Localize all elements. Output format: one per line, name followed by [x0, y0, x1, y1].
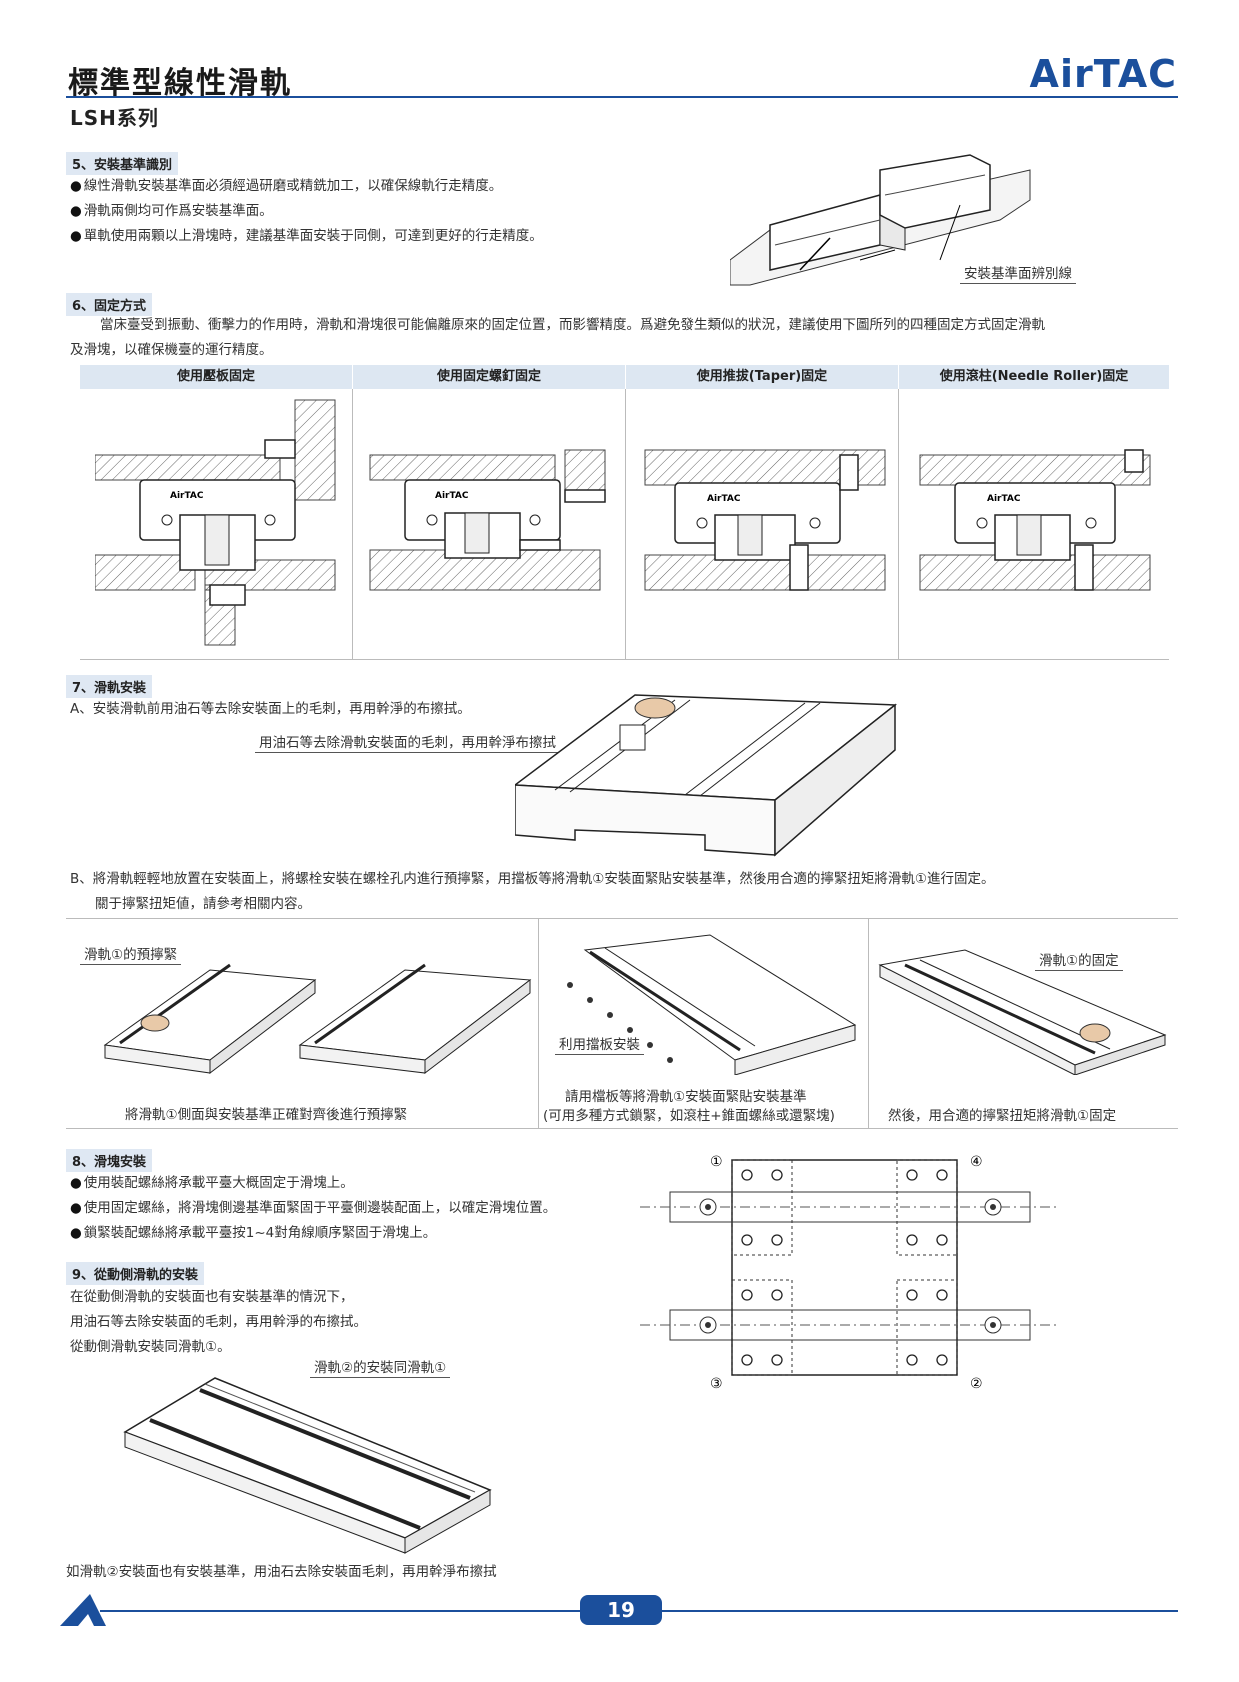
- brand-logo: AirTAC: [1029, 52, 1177, 96]
- s9-line-2: 用油石等去除安裝面的毛刺，再用幹淨的布擦拭。: [70, 1314, 367, 1330]
- section-5-heading: 5、安裝基準識別: [66, 152, 179, 175]
- order-marker-3: ③: [710, 1376, 723, 1390]
- base-plate-illustration: [515, 694, 898, 857]
- mount-cell-3: [626, 389, 899, 659]
- table-bottom-rule: [80, 659, 1169, 660]
- s9-line-3: 從動側滑軌安裝同滑軌①。: [70, 1339, 231, 1355]
- series-label: LSH系列: [70, 106, 159, 130]
- s9-callout: 滑軌②的安裝同滑軌①: [310, 1356, 451, 1378]
- step-b-top-rule: [66, 918, 1178, 919]
- s8-bullet-3: 鎖緊裝配螺絲將承載平臺按1~4對角線順序緊固于滑塊上。: [70, 1221, 437, 1245]
- mount-col-header-4: 使用滾柱(Needle Roller)固定: [899, 365, 1170, 389]
- footer-logo-mark: [60, 1594, 106, 1626]
- reference-surface-illustration: [730, 154, 1031, 286]
- block-label-1: AirTAC: [170, 491, 204, 501]
- order-marker-2: ②: [970, 1376, 983, 1390]
- panel2-caption-1: 請用檔板等將滑軌①安裝面緊貼安裝基準: [565, 1089, 807, 1105]
- mount-col-header-2: 使用固定螺釘固定: [353, 365, 626, 389]
- s8-bullet-1: 使用裝配螺絲將承載平臺大概固定于滑塊上。: [70, 1171, 354, 1195]
- s5-bullet-3: 單軌使用兩顆以上滑塊時，建議基準面安裝于同側，可達到更好的行走精度。: [70, 224, 543, 248]
- s5-callout: 安裝基準面辨別線: [960, 262, 1076, 284]
- page-number: 19: [580, 1595, 662, 1625]
- needle-roller-diagram: AirTAC: [919, 449, 1151, 591]
- rail-fixing-illustration: [878, 949, 1167, 1075]
- driven-rail-illustration: [123, 1377, 492, 1554]
- panel2-caption-2: (可用多種方式鎖緊，如滾柱+錐面螺絲或還緊塊): [543, 1108, 835, 1124]
- s5-bullet-1: 線性滑軌安裝基準面必須經過研磨或精銑加工，以確保線軌行走精度。: [70, 174, 503, 198]
- s7-step-b-line1: B、將滑軌輕輕地放置在安裝面上，將螺栓安裝在螺栓孔内進行預擰緊，用擋板等將滑軌①…: [70, 871, 995, 887]
- panel3-label: 滑軌①的固定: [1035, 949, 1123, 971]
- step-b-divider-2: [868, 918, 869, 1128]
- section-7-heading: 7、滑軌安裝: [66, 675, 153, 698]
- page-title: 標準型線性滑軌: [68, 66, 292, 101]
- section-9-heading: 9、從動側滑軌的安裝: [66, 1262, 205, 1285]
- panel1-label: 滑軌①的預擰緊: [80, 943, 182, 965]
- taper-diagram: AirTAC: [644, 449, 886, 591]
- s6-paragraph-line1: 當床臺受到振動、衝擊力的作用時，滑軌和滑塊很可能偏離原來的固定位置，而影響精度。…: [100, 317, 1045, 333]
- pre-tighten-illustration: [103, 963, 532, 1075]
- set-screw-diagram: AirTAC: [369, 449, 606, 591]
- order-marker-1: ①: [710, 1154, 723, 1170]
- s6-paragraph-line2: 及滑塊，以確保機臺的運行精度。: [70, 342, 273, 358]
- block-label-4: AirTAC: [987, 494, 1021, 504]
- panel3-caption: 然後，用合適的擰緊扭矩將滑軌①固定: [888, 1108, 1117, 1124]
- block-tightening-order-diagram: ① ④ ③ ②: [640, 1154, 1060, 1390]
- block-label-2: AirTAC: [435, 491, 469, 501]
- s5-bullet-2: 滑軌兩側均可作爲安裝基準面。: [70, 199, 273, 223]
- fence-install-illustration: [567, 934, 857, 1075]
- block-label-3: AirTAC: [707, 494, 741, 504]
- s9-line-1: 在從動側滑軌的安裝面也有安裝基準的情況下，: [70, 1289, 354, 1305]
- s7-step-b-line2: 關于擰緊扭矩値，請參考相關内容。: [95, 896, 311, 912]
- mount-col-header-3: 使用推拔(Taper)固定: [626, 365, 899, 389]
- header-rule: [66, 96, 1178, 98]
- mount-col-header-1: 使用壓板固定: [80, 365, 353, 389]
- step-b-bottom-rule: [66, 1128, 1178, 1129]
- s8-bullet-2: 使用固定螺絲，將滑塊側邊基準面緊固于平臺側邊裝配面上，以確定滑塊位置。: [70, 1196, 557, 1220]
- s7-step-a: A、安裝滑軌前用油石等去除安裝面上的毛刺，再用幹淨的布擦拭。: [70, 701, 471, 717]
- section-6-heading: 6、固定方式: [66, 293, 153, 316]
- mount-cell-1: [80, 389, 353, 659]
- section-8-heading: 8、滑塊安裝: [66, 1149, 153, 1172]
- mount-cell-2: [353, 389, 626, 659]
- clamp-plate-diagram: AirTAC: [95, 399, 336, 646]
- panel1-caption: 將滑軌①側面與安裝基準正確對齊後進行預擰緊: [125, 1107, 408, 1123]
- step-b-divider-1: [538, 918, 539, 1128]
- s7-step-a-callout: 用油石等去除滑軌安裝面的毛刺，再用幹淨布擦拭: [255, 731, 560, 753]
- s9-caption: 如滑軌②安裝面也有安裝基準，用油石去除安裝面毛刺，再用幹淨布擦拭: [66, 1564, 497, 1580]
- order-marker-4: ④: [970, 1154, 983, 1170]
- panel2-label: 利用擋板安裝: [555, 1033, 644, 1055]
